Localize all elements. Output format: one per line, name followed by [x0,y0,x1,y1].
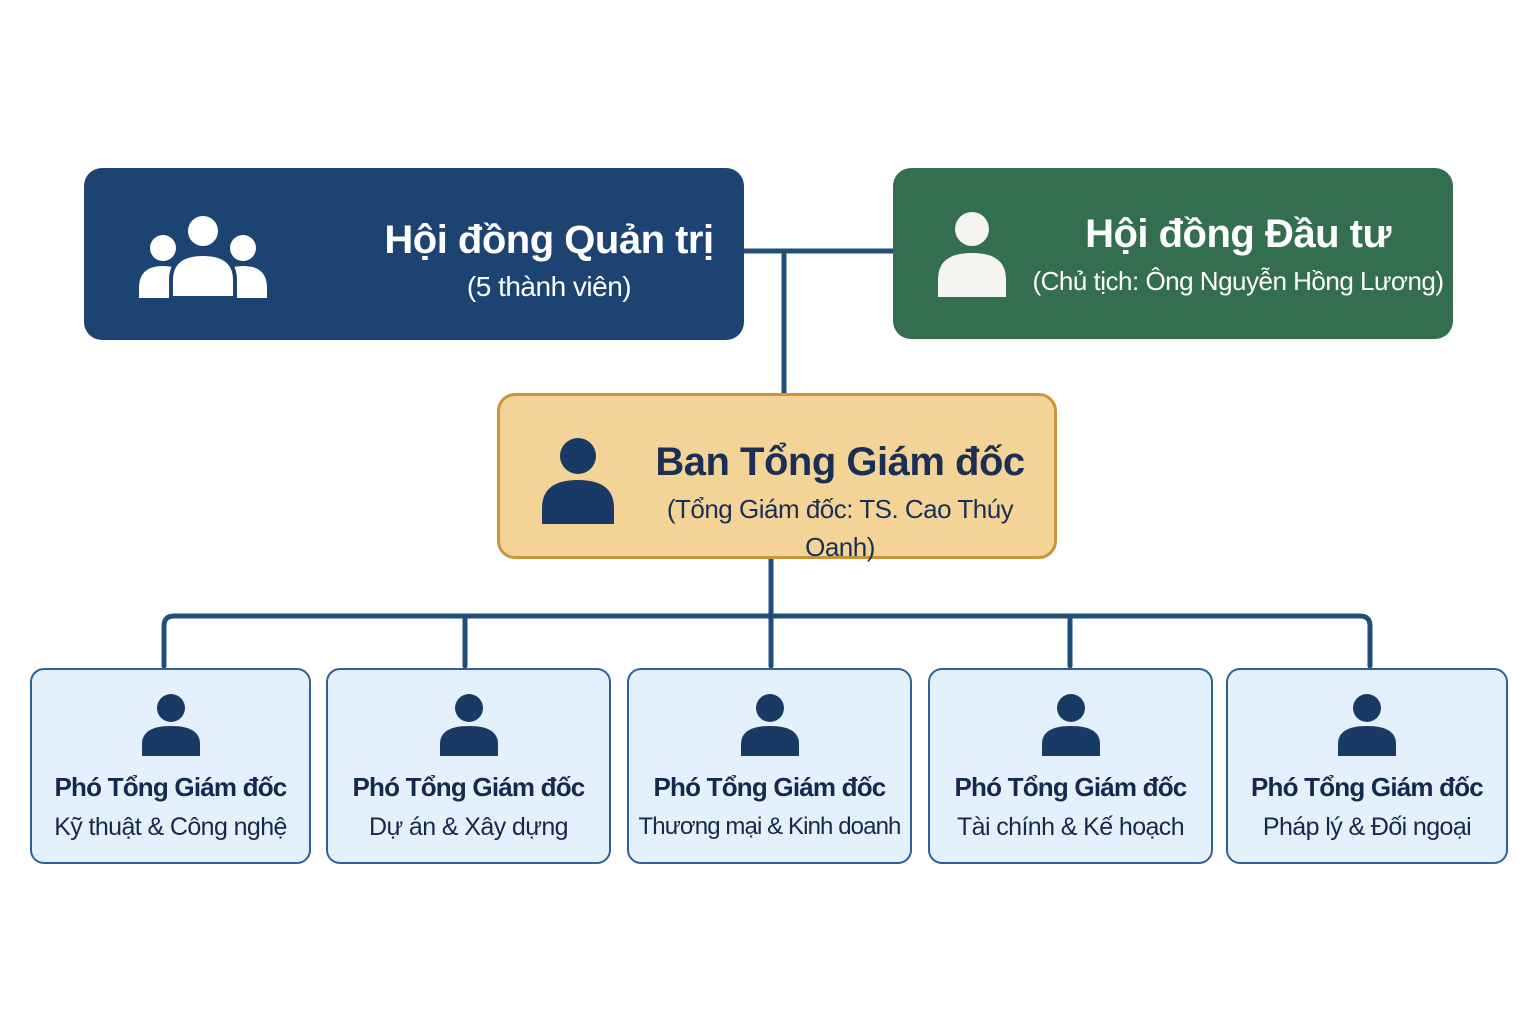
person-icon [141,694,200,761]
deputy-node-legal: Phó Tổng Giám đốc Pháp lý & Đối ngoại [1226,668,1508,864]
person-icon [1041,694,1100,761]
person-icon [1338,694,1396,761]
deputy-node-commerce: Phó Tổng Giám đốc Thương mại & Kinh doan… [627,668,912,864]
deputy-area: Pháp lý & Đối ngoại [1262,813,1472,841]
deputy-title: Phó Tổng Giám đốc [653,772,887,802]
invest-title: Hội đồng Đầu tư [1085,212,1391,256]
deputy-area: Kỹ thuật & Công nghệ [54,813,287,841]
invest-subtitle: (Chủ tịch: Ông Nguyễn Hồng Lương) [1032,266,1444,296]
deputy-area: Tài chính & Kế hoạch [956,813,1185,841]
ceo-subtitle: (Tổng Giám đốc: TS. Cao Thúy Oanh) [666,494,1014,562]
board-of-directors-node: Hội đồng Quản trị (5 thành viên) [84,168,744,340]
deputy-title: Phó Tổng Giám đốc [1251,772,1484,802]
deputies-bus-connector [161,613,1373,669]
board-title: Hội đồng Quản trị [384,218,714,262]
deputy-area: Dự án & Xây dựng [369,813,569,841]
deputy-area: Thương mại & Kinh doanh [638,813,902,840]
deputy-node-technical: Phó Tổng Giám đốc Kỹ thuật & Công nghệ [30,668,311,864]
deputy-node-finance: Phó Tổng Giám đốc Tài chính & Kế hoạch [928,668,1213,864]
investment-council-node: Hội đồng Đầu tư (Chủ tịch: Ông Nguyễn Hồ… [893,168,1453,339]
person-icon [542,438,614,529]
person-icon [938,211,1006,302]
deputy-title: Phó Tổng Giám đốc [954,772,1188,802]
deputy-node-projects: Phó Tổng Giám đốc Dự án & Xây dựng [326,668,611,864]
person-icon [439,694,498,761]
deputy-title: Phó Tổng Giám đốc [352,772,586,802]
deputy-title: Phó Tổng Giám đốc [54,772,288,802]
ceo-title: Ban Tổng Giám đốc [655,440,1025,484]
person-icon [740,694,799,761]
executive-board-node: Ban Tổng Giám đốc (Tổng Giám đốc: TS. Ca… [497,393,1057,562]
board-subtitle: (5 thành viên) [466,271,632,302]
group-icon [139,212,267,303]
